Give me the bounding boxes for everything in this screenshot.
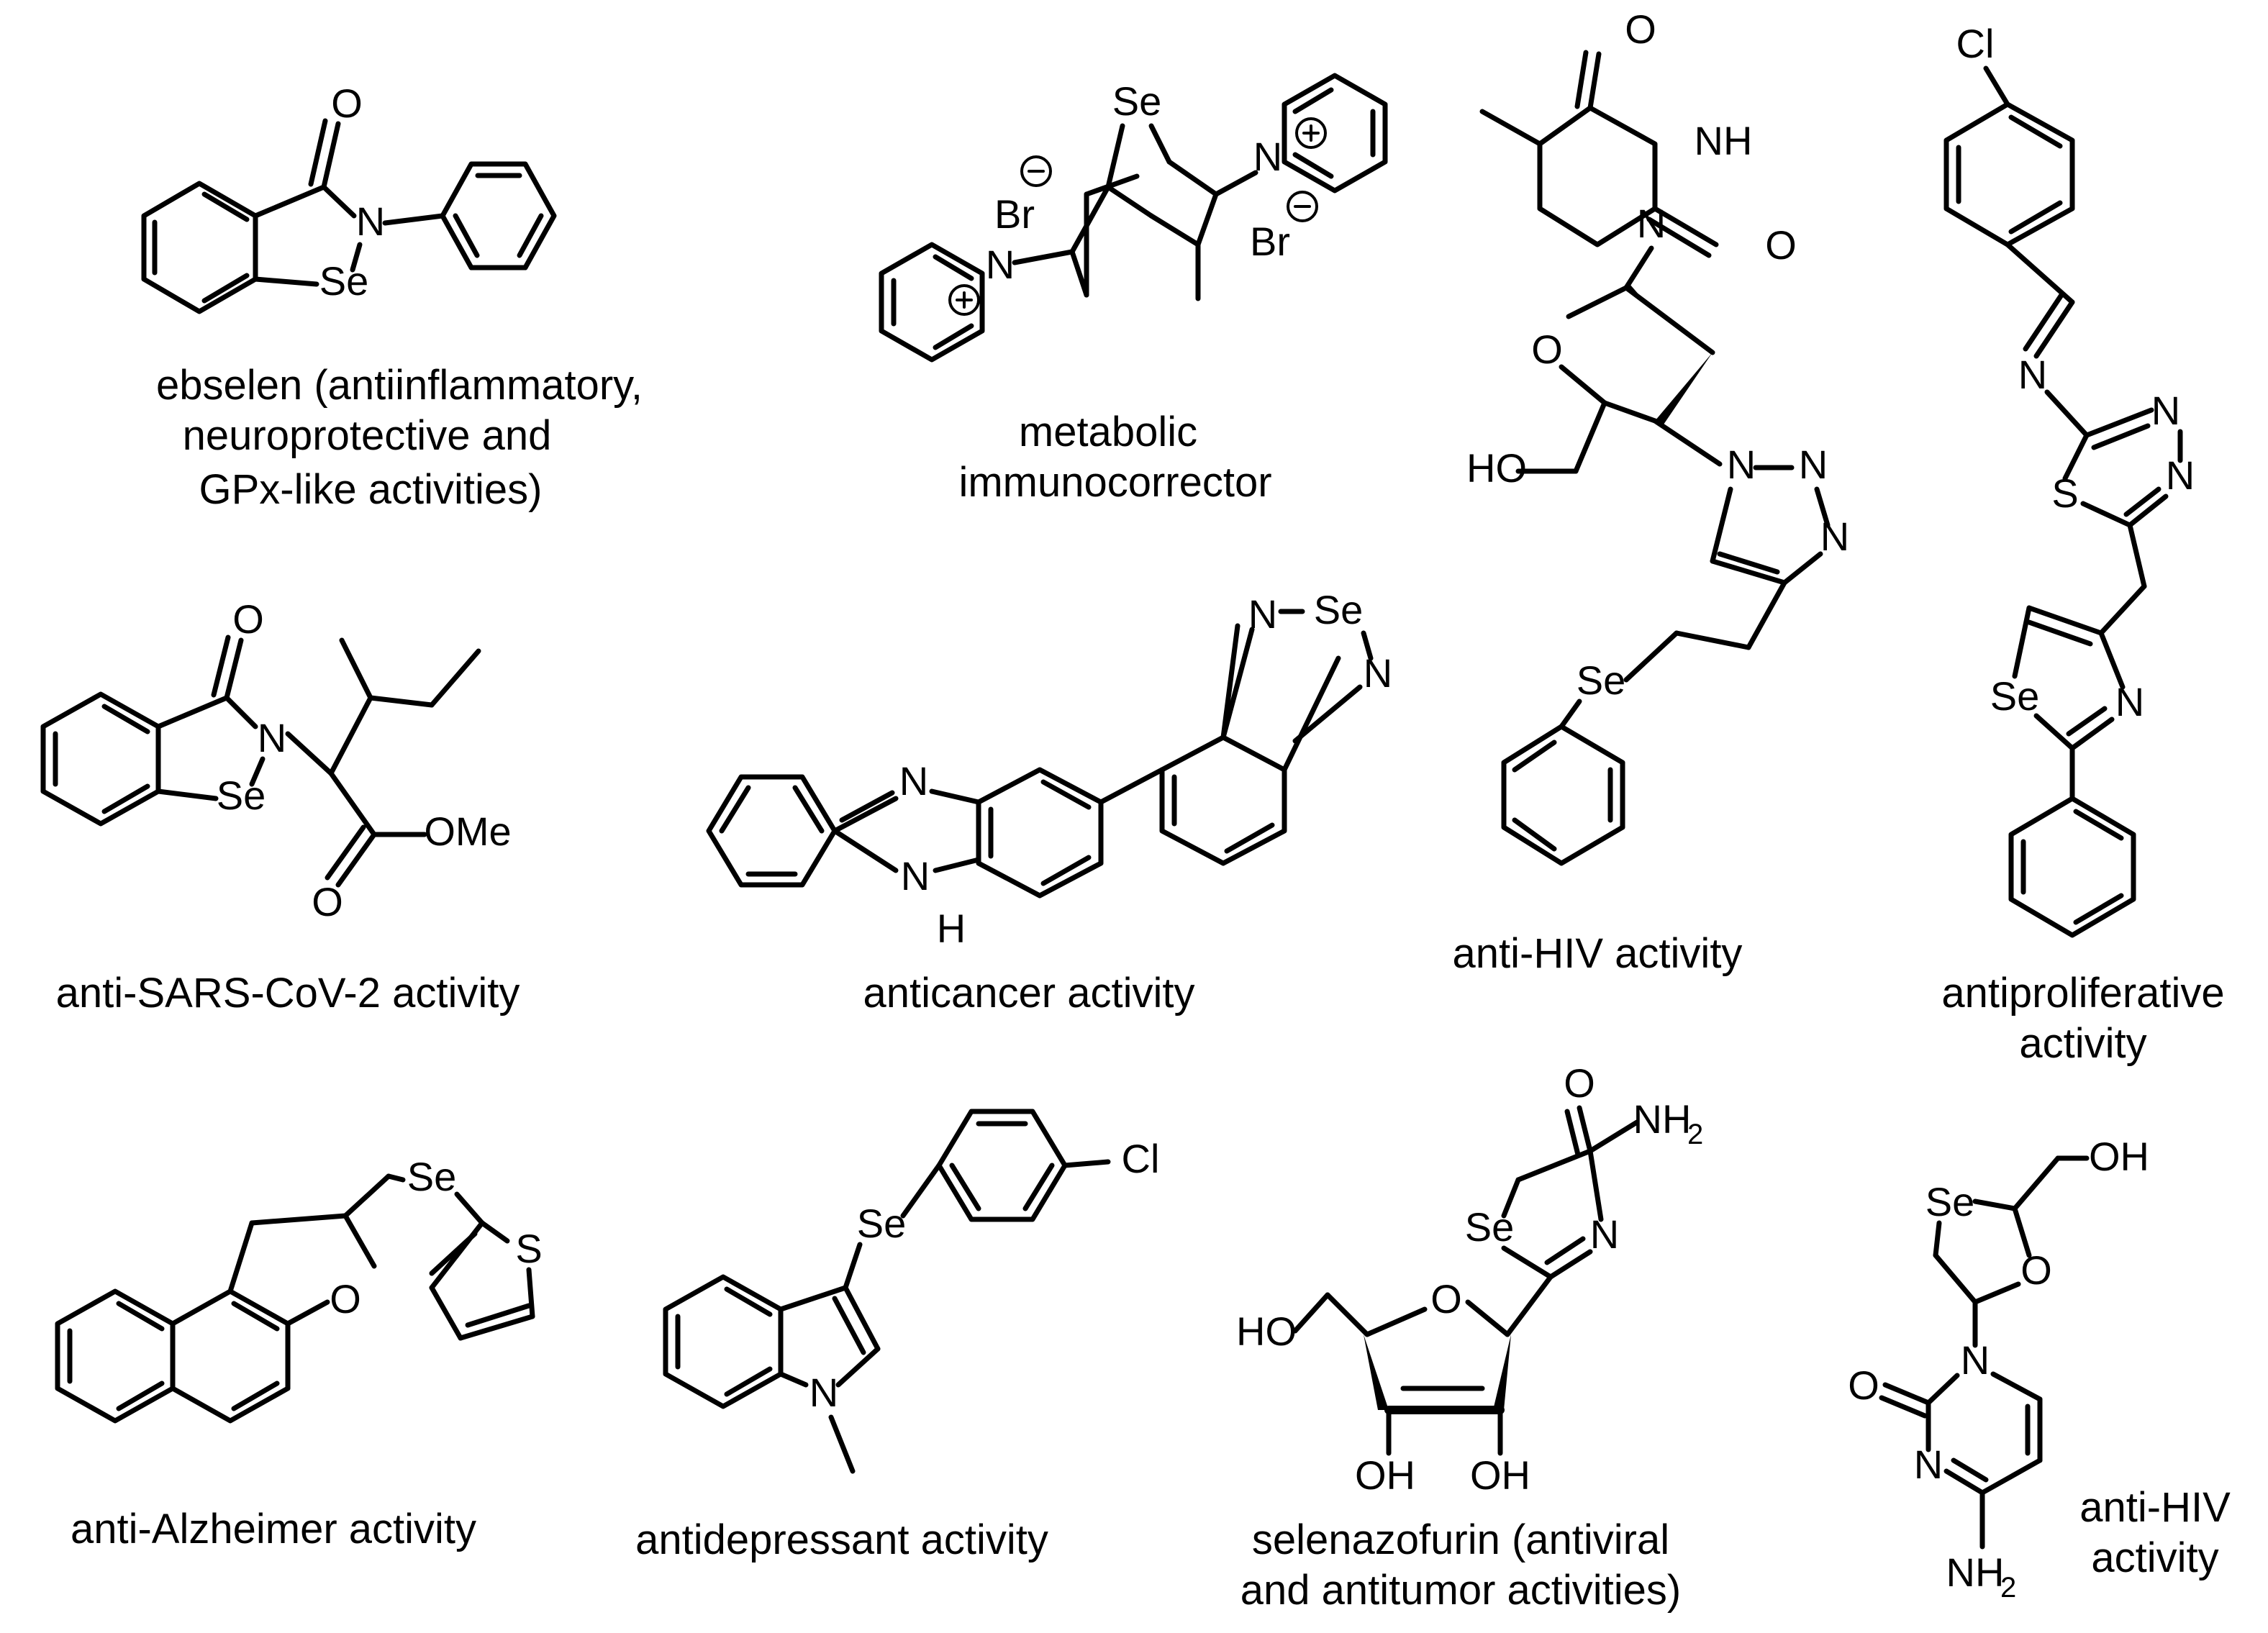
positive-charge-icon	[948, 284, 980, 316]
atom-nitrogen: N	[1820, 514, 1849, 559]
atom-amide-nh: NH	[1633, 1096, 1692, 1142]
caption-selenazofurin-2: and antitumor activities)	[1240, 1567, 1681, 1614]
atom-selenium: Se	[857, 1201, 907, 1246]
antiproliferative-structure: Cl N N N S Se N	[1943, 21, 2195, 938]
antidepressant-structure: Cl Se N	[663, 1109, 1160, 1474]
atom-oxygen: O	[1564, 1060, 1595, 1106]
subscript-two: 2	[2000, 1572, 2016, 1604]
selenazofurin-structure: O NH 2 Se N O HO OH OH	[1236, 1060, 1703, 1498]
atom-nitrogen: N	[258, 715, 286, 760]
atom-oxygen: O	[1848, 1363, 1879, 1408]
caption-immunocorrector-2: immunocorrector	[958, 459, 1271, 506]
ebselen-structure: O N Se	[141, 81, 557, 314]
atom-nitrogen: N	[899, 758, 928, 804]
atom-nitrogen: N	[1253, 134, 1282, 179]
negative-charge-icon	[1020, 155, 1052, 187]
atom-nitrogen: N	[2151, 388, 2180, 433]
atom-nitrogen: N	[2166, 452, 2195, 498]
atom-nitrogen: N	[2018, 352, 2047, 397]
atom-selenium: Se	[1925, 1179, 1975, 1224]
atom-nitrogen: N	[901, 853, 930, 899]
atom-nitrogen: N	[1961, 1337, 1990, 1383]
atom-selenium: Se	[319, 258, 369, 304]
atom-selenium: Se	[1990, 673, 2040, 719]
caption-anti-hiv-1: anti-HIV activity	[1453, 930, 1743, 977]
caption-anti-alzheimer: anti-Alzheimer activity	[71, 1506, 476, 1552]
bromide-label: Br	[994, 191, 1035, 237]
atom-amine-nh: NH	[1946, 1550, 2005, 1595]
atom-hydroxyl: HO	[1236, 1309, 1297, 1354]
bromide-label: Br	[1250, 219, 1290, 264]
caption-anti-hiv-2-1: anti-HIV	[2079, 1484, 2231, 1531]
atom-selenium: Se	[217, 773, 266, 818]
negative-charge-icon	[1287, 191, 1318, 222]
atom-oxygen: O	[1430, 1276, 1462, 1322]
atom-nitrogen: N	[1590, 1211, 1619, 1257]
atom-methoxy: OMe	[424, 809, 511, 854]
caption-immunocorrector-1: metabolic	[1019, 409, 1197, 455]
atom-nitrogen: N	[1364, 650, 1392, 696]
anti-hiv-cytosine-structure: Se OH O N N O NH 2	[1848, 1134, 2149, 1604]
atom-nitrogen: N	[1637, 201, 1666, 246]
anti-hiv-nucleoside-structure: O NH O N O HO N N N Se	[1466, 6, 1849, 866]
atom-sulfur: S	[515, 1226, 542, 1271]
atom-selenium: Se	[407, 1154, 457, 1199]
atom-oxygen: O	[1531, 327, 1563, 372]
atom-selenium: Se	[1577, 658, 1626, 703]
caption-ebselen-1: ebselen (antiinflammatory,	[156, 362, 643, 409]
atom-oxygen: O	[312, 879, 343, 924]
atom-nitrogen: N	[1727, 442, 1756, 487]
atom-hydroxyl: OH	[1470, 1452, 1530, 1498]
atom-oxygen: O	[330, 1276, 361, 1322]
atom-nitrogen: N	[1248, 591, 1277, 637]
atom-chlorine: Cl	[1956, 21, 1995, 66]
atom-oxygen: O	[1625, 6, 1656, 52]
atom-nitrogen: N	[986, 242, 1015, 287]
atom-oxygen: O	[1765, 222, 1797, 268]
atom-nitrogen: N	[809, 1370, 838, 1415]
positive-charge-icon	[1295, 117, 1327, 149]
anti-alzheimer-structure: O Se S	[55, 1154, 543, 1424]
atom-selenium: Se	[1112, 78, 1162, 124]
atom-hydroxyl: HO	[1466, 445, 1527, 491]
atom-oxygen: O	[232, 596, 264, 642]
anticancer-structure: N N H N Se N	[706, 587, 1392, 951]
caption-anticancer: anticancer activity	[863, 970, 1195, 1016]
atom-hydroxyl: OH	[2089, 1134, 2149, 1179]
caption-antiproliferative-2: activity	[2019, 1020, 2146, 1067]
caption-antiproliferative-1: antiproliferative	[1941, 970, 2224, 1016]
caption-antidepressant: antidepressant activity	[635, 1516, 1048, 1563]
caption-ebselen-3: GPx-like activities)	[199, 466, 543, 513]
caption-anti-hiv-2-2: activity	[2091, 1534, 2218, 1581]
atom-nitrogen: N	[356, 199, 385, 244]
atom-oxygen: O	[331, 81, 363, 126]
atom-selenium: Se	[1314, 587, 1364, 632]
caption-selenazofurin-1: selenazofurin (antiviral	[1252, 1516, 1669, 1563]
atom-hydrogen: H	[937, 906, 966, 951]
subscript-two: 2	[1687, 1119, 1703, 1150]
immunocorrector-structure: Se N N Br Br	[879, 73, 1388, 363]
atom-chlorine: Cl	[1122, 1136, 1160, 1181]
anti-sars-structure: O N Se O OMe	[40, 596, 512, 924]
atom-oxygen: O	[2020, 1247, 2052, 1293]
caption-ebselen-2: neuroprotective and	[183, 412, 552, 459]
atom-hydroxyl: OH	[1355, 1452, 1415, 1498]
caption-anti-sars: anti-SARS-CoV-2 activity	[56, 970, 520, 1016]
atom-nh: NH	[1695, 118, 1753, 163]
atom-selenium: Se	[1465, 1204, 1515, 1250]
atom-nitrogen: N	[1799, 442, 1828, 487]
